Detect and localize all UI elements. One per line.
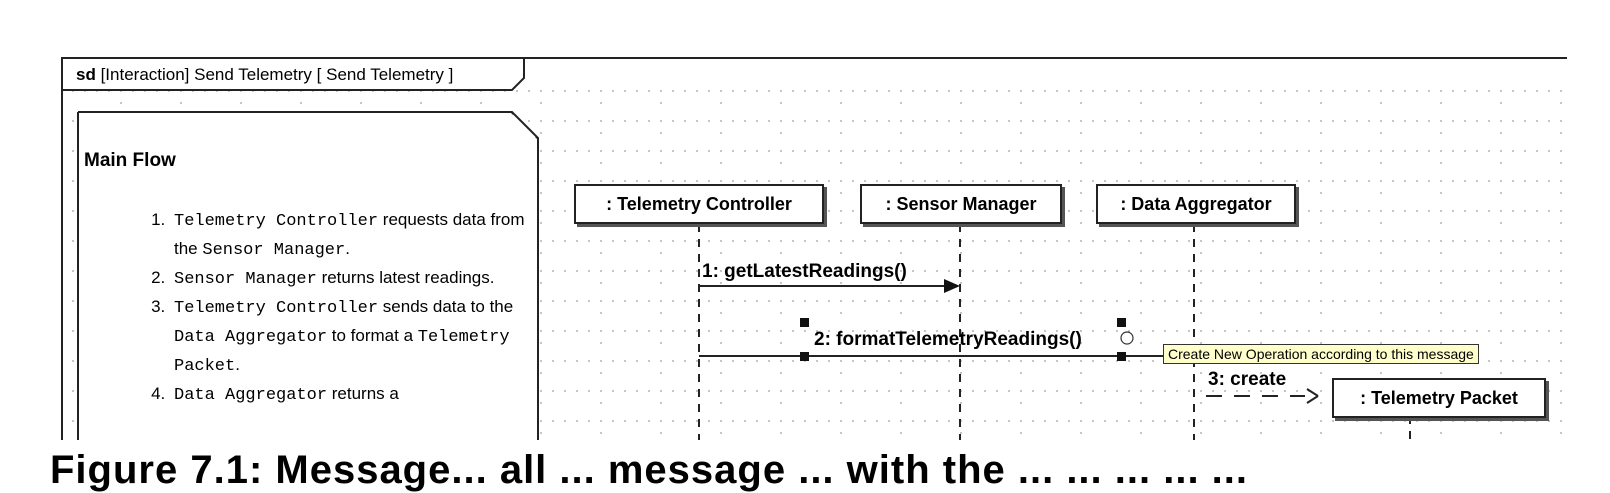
note-fill-right (511, 113, 537, 440)
figure-caption: Figure 7.1: Message... all ... message .… (50, 448, 1249, 492)
selection-handle[interactable] (1117, 352, 1126, 361)
label-anchor-icon[interactable] (1120, 331, 1134, 345)
step-2-actor: Sensor Manager (174, 270, 317, 289)
lifeline-head-sensor-manager[interactable]: : Sensor Manager (860, 184, 1062, 224)
step-4-text: returns a (331, 384, 399, 403)
lifeline-head-telemetry-packet[interactable]: : Telemetry Packet (1332, 378, 1546, 418)
lifeline-head-data-aggregator[interactable]: : Data Aggregator (1096, 184, 1296, 224)
step-1-target: Sensor Manager (202, 241, 346, 260)
message-3-label[interactable]: 3: create (1208, 369, 1287, 390)
frame-border (61, 57, 1567, 440)
step-3-target: Data Aggregator (174, 328, 328, 347)
step-3-text: sends data to the (382, 297, 514, 316)
frame-keyword: sd (76, 65, 96, 84)
frame-tab (62, 58, 525, 91)
step-1-end: . (345, 239, 350, 258)
note-heading: Main Flow (84, 150, 176, 171)
main-flow-steps: Telemetry Controller requests data from … (80, 206, 530, 409)
diagram-canvas (61, 57, 1567, 440)
step-1-actor: Telemetry Controller (174, 212, 379, 231)
step-3-object: Telemetry Packet (174, 328, 510, 376)
create-operation-tooltip: Create New Operation according to this m… (1163, 344, 1479, 364)
step-1: Telemetry Controller requests data from … (170, 206, 530, 264)
message-2-label[interactable]: 2: formatTelemetryReadings() (814, 329, 1082, 350)
step-3: Telemetry Controller sends data to the D… (170, 293, 530, 380)
step-4: Data Aggregator returns a (170, 380, 530, 409)
message-1-arrowhead (944, 279, 960, 293)
step-3-text-2: to format a (331, 326, 414, 345)
step-1-text: requests data from the (174, 210, 525, 258)
message-1-label[interactable]: 1: getLatestReadings() (702, 261, 907, 282)
step-2: Sensor Manager returns latest readings. (170, 264, 530, 293)
step-3-actor: Telemetry Controller (174, 299, 379, 318)
frame-title-text: [Interaction] Send Telemetry [ Send Tele… (100, 65, 454, 84)
step-2-text: returns latest readings. (321, 268, 495, 287)
step-3-end: . (235, 355, 240, 374)
selection-handle[interactable] (800, 352, 809, 361)
selection-handle[interactable] (800, 318, 809, 327)
message-3-arrowhead (1306, 388, 1319, 404)
frame-title: sd [Interaction] Send Telemetry [ Send T… (76, 65, 453, 85)
note-fill (79, 113, 511, 439)
lifeline-head-telemetry-controller[interactable]: : Telemetry Controller (574, 184, 824, 224)
main-flow-note[interactable]: Main Flow Telemetry Controller requests … (80, 150, 530, 409)
step-4-actor: Data Aggregator (174, 386, 328, 405)
selection-handle[interactable] (1117, 318, 1126, 327)
